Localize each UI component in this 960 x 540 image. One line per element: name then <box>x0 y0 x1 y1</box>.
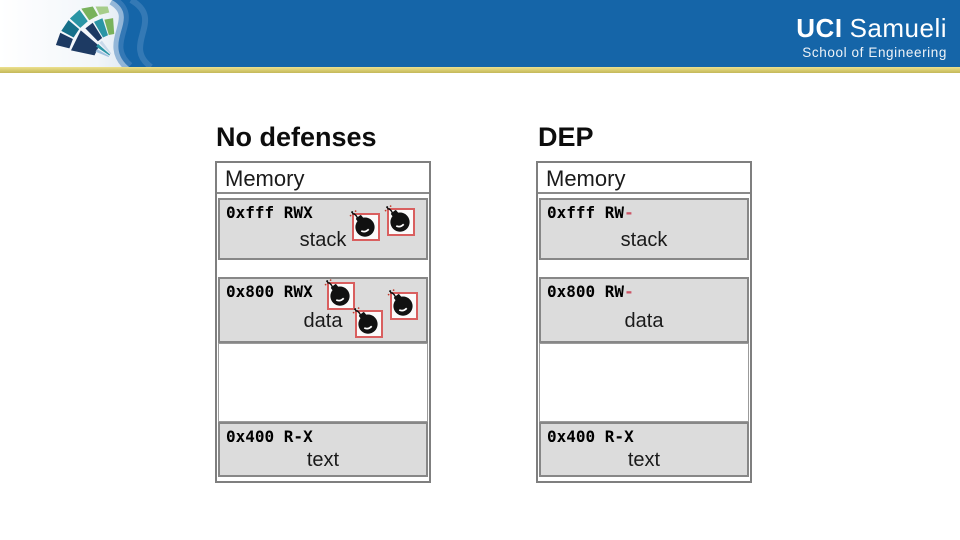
section-text: 0x400 R-X text <box>539 422 749 477</box>
section-label: text <box>627 449 661 471</box>
uci-logo <box>55 6 115 57</box>
panel-title-no-defenses: No defenses <box>216 122 377 152</box>
brand-samueli: Samueli <box>849 13 947 43</box>
section-stack: 0xfff RW- stack <box>539 198 749 260</box>
address-text: 0x400 R-X <box>547 427 634 446</box>
section-address: 0x400 R-X <box>220 424 426 446</box>
bomb-icon <box>349 210 380 241</box>
section-label: stack <box>620 228 668 251</box>
address-text: 0x800 RW <box>547 282 625 301</box>
memory-header: Memory <box>217 163 429 194</box>
section-address: 0x400 R-X <box>541 424 747 446</box>
bomb-icon <box>384 205 415 236</box>
address-text: 0x400 R-X <box>226 427 313 446</box>
bomb-icon <box>387 289 418 320</box>
section-data: 0x800 RWX data <box>218 277 428 343</box>
memory-header: Memory <box>538 163 750 194</box>
brand-uci: UCI <box>796 13 843 43</box>
bomb-icon <box>324 279 355 310</box>
accent-bar <box>0 67 960 73</box>
section-label: text <box>306 449 340 471</box>
panel-title-dep: DEP <box>538 122 594 152</box>
section-empty <box>539 343 749 422</box>
section-address: 0xfff RWX <box>220 200 426 222</box>
address-text: 0xfff RW <box>547 203 625 222</box>
address-text: 0xfff RWX <box>226 203 313 222</box>
brand-school: School of Engineering <box>802 45 947 60</box>
section-label: data <box>303 309 343 332</box>
section-data: 0x800 RW- data <box>539 277 749 343</box>
memory-box-dep: Memory 0xfff RW- stack 0x800 RW- data 0x… <box>536 161 752 483</box>
permission-red-dash: - <box>624 282 634 301</box>
section-address: 0xfff RW- <box>541 200 747 222</box>
bomb-icon <box>352 307 383 338</box>
permission-red-dash: - <box>624 203 634 222</box>
section-address: 0x800 RWX <box>220 279 426 301</box>
section-address: 0x800 RW- <box>541 279 747 301</box>
section-label: data <box>624 309 664 332</box>
section-empty <box>218 343 428 422</box>
section-text: 0x400 R-X text <box>218 422 428 477</box>
address-text: 0x800 RWX <box>226 282 313 301</box>
section-label: stack <box>299 228 347 251</box>
memory-box-no-defenses: Memory 0xfff RWX stack 0x800 RWX data 0x… <box>215 161 431 483</box>
